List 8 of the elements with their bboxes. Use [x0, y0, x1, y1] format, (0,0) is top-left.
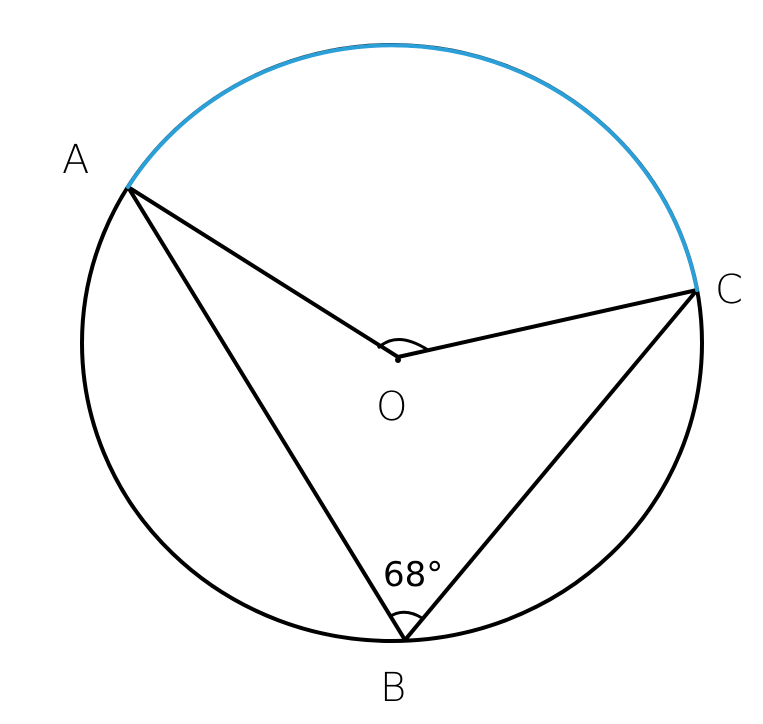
line-segment — [126, 185, 407, 642]
arc — [126, 43, 699, 292]
point-label: B — [380, 668, 406, 708]
point-label: C — [715, 270, 743, 310]
point-label: A — [62, 140, 90, 180]
angle-label: 68° — [383, 558, 444, 592]
point-label: O — [376, 387, 408, 427]
line-segment — [403, 288, 699, 642]
